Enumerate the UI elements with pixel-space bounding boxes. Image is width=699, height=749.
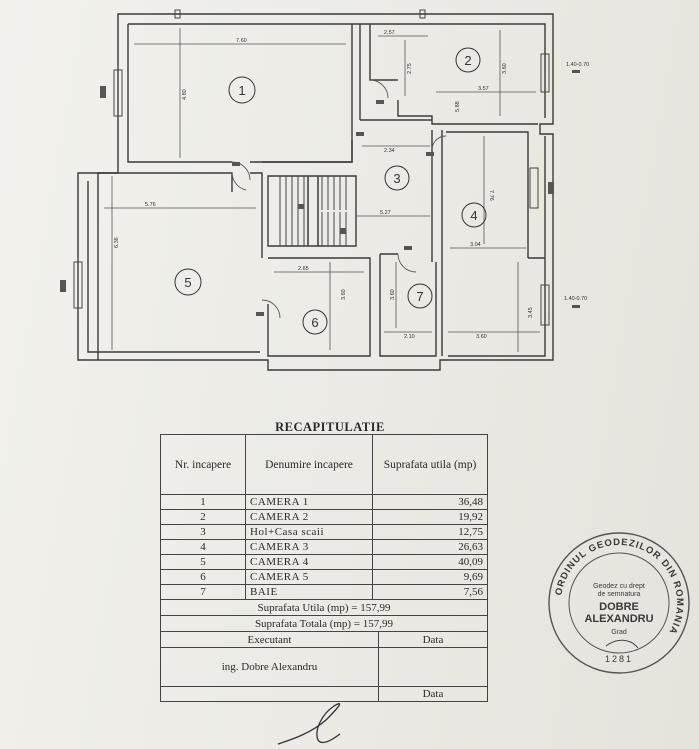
table-row: 2 CAMERA 2 19,92 [160, 509, 488, 525]
room-6-number: 6 [311, 315, 318, 330]
dim-room2-inner: 5.88 [455, 101, 461, 112]
row-name: CAMERA 4 [245, 554, 373, 570]
dim-room2-top: 2.57 [384, 30, 395, 36]
room-7-number: 7 [416, 289, 423, 304]
dim-room6-height: 3.60 [341, 289, 347, 300]
row-name: CAMERA 2 [245, 509, 373, 525]
stamp-grade: Grad [611, 629, 627, 636]
header-area: Suprafata utila (mp) [372, 434, 488, 495]
recap-table: Nr. incapere Denumire incapere Suprafata… [160, 434, 488, 702]
engineer-name: ing. Dobre Alexandru [160, 647, 379, 687]
stamp-name2: ALEXANDRU [584, 613, 653, 625]
engineer-date-cell [378, 647, 488, 687]
dim-hall-width: 2.34 [384, 148, 395, 154]
room-6-marker [302, 309, 328, 335]
dim-room1-height: 4.80 [182, 89, 188, 100]
row-name: CAMERA 3 [245, 539, 373, 555]
table-row: 4 CAMERA 3 26,63 [160, 539, 488, 555]
row-nr: 7 [160, 584, 246, 600]
dim-room2-right: 3.60 [502, 63, 508, 74]
header-name: Denumire incapere [245, 434, 373, 495]
dim-room1-width: 7.60 [236, 38, 247, 44]
room-5-marker [174, 268, 202, 296]
room-5-number: 5 [184, 275, 191, 290]
dim-room5-width: 5.76 [145, 202, 156, 208]
row-area: 9,69 [372, 569, 488, 585]
dim-bath-height: 3.60 [390, 289, 396, 300]
room-1-number: 1 [238, 83, 245, 98]
room-3-number: 3 [393, 171, 400, 186]
row-name: BAIE [245, 584, 373, 600]
row-area: 26,63 [372, 539, 488, 555]
room-1-marker [228, 76, 256, 104]
dim-room4-width: 3.04 [470, 242, 481, 248]
row-nr: 4 [160, 539, 246, 555]
table-row: 3 Hol+Casa scaii 12,75 [160, 524, 488, 540]
room-2-number: 2 [464, 53, 471, 68]
recap-title: RECAPITULATIE [275, 420, 385, 434]
room-4-number: 4 [470, 208, 477, 223]
row-nr: 2 [160, 509, 246, 525]
room-4-marker [461, 202, 487, 228]
dim-room4-bottom: 3.60 [476, 334, 487, 340]
window-label-right-top: 1.40-0.70 [566, 62, 589, 68]
table-row: 1 CAMERA 1 36,48 [160, 494, 488, 510]
row-area: 12,75 [372, 524, 488, 540]
window-label-right-bottom: 1.40-0.70 [564, 296, 587, 302]
table-row: 7 BAIE 7,56 [160, 584, 488, 600]
room-3-marker [384, 165, 410, 191]
row-nr: 3 [160, 524, 246, 540]
dim-room2-bottom: 3.57 [478, 86, 489, 92]
dim-bath-width: 2.10 [404, 334, 415, 340]
stamp-line2: de semnatura [598, 591, 641, 598]
dim-room2-side: 2.75 [407, 63, 413, 74]
row-nr: 5 [160, 554, 246, 570]
row-nr: 1 [160, 494, 246, 510]
row-area: 36,48 [372, 494, 488, 510]
header-nr: Nr. incapere [160, 434, 246, 495]
dim-room6-width: 2.65 [298, 266, 309, 272]
room-7-marker [407, 283, 433, 309]
stamp-name1: DOBRE [599, 601, 639, 613]
date-label: Data [378, 631, 488, 648]
dim-hall-stair: 5.27 [380, 210, 391, 216]
total-area: Suprafata Totala (mp) = 157,99 [160, 615, 488, 632]
dim-room4-lower: 3.45 [528, 307, 534, 318]
executant-label: Executant [160, 631, 379, 648]
dim-room5-height: 6.36 [114, 237, 120, 248]
stamp-line1: Geodez cu drept [593, 583, 645, 590]
useful-area-total: Suprafata Utila (mp) = 157,99 [160, 599, 488, 616]
row-nr: 6 [160, 569, 246, 585]
row-area: 7,56 [372, 584, 488, 600]
signature-scribble [277, 703, 341, 745]
row-name: CAMERA 5 [245, 569, 373, 585]
room-2-marker [455, 47, 481, 73]
floor-plan: 1 2 3 4 5 6 7 7.60 4.80 2.57 2.75 3.60 3… [60, 9, 589, 371]
table-row: 6 CAMERA 5 9,69 [160, 569, 488, 585]
table-row: 5 CAMERA 4 40,09 [160, 554, 488, 570]
official-stamp: ORDINUL GEODEZILOR DIN ROMANIA Geodez cu… [548, 532, 690, 674]
dim-room4-height: 7.76 [488, 190, 494, 201]
row-name: Hol+Casa scaii [245, 524, 373, 540]
row-area: 19,92 [372, 509, 488, 525]
row-name: CAMERA 1 [245, 494, 373, 510]
date-label-2: Data [378, 686, 488, 702]
stamp-number: 1281 [605, 654, 633, 664]
row-area: 40,09 [372, 554, 488, 570]
